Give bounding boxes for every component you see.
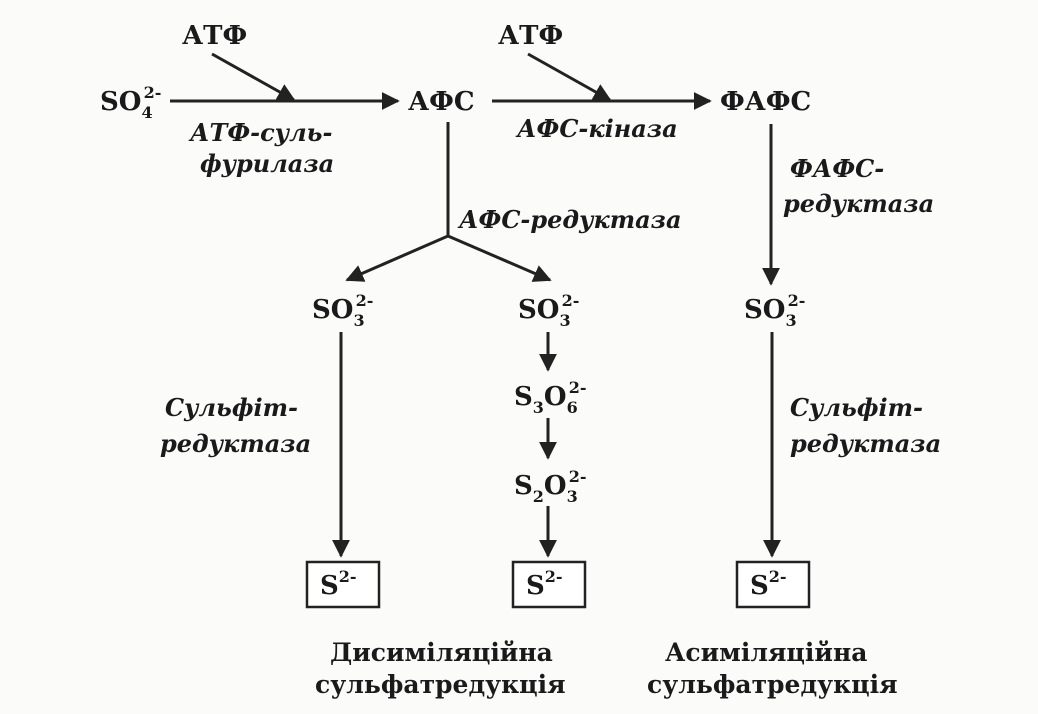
sulfide-box-left — [305, 560, 381, 609]
node-sulfide-mid: S2- — [526, 567, 563, 601]
enzyme-atp-sulfurylase-line2: фурилаза — [200, 149, 334, 178]
node-sulfide-right: S2- — [750, 567, 787, 601]
arrow-atp2-in — [527, 52, 612, 102]
sulfide-box-right — [735, 560, 811, 609]
enzyme-sulfite-reductase-right-line1: Сульфіт- — [790, 393, 923, 422]
arrow-aps-to-sulfite-mid — [447, 234, 552, 282]
enzyme-aps-reductase: АФС-редуктаза — [457, 205, 682, 234]
node-sulfite-left: SO32- — [312, 291, 373, 330]
caption-dissimilatory-line2: сульфатредукція — [315, 670, 566, 699]
arrow-atp1-in — [211, 52, 296, 102]
node-thiosulfate: S2O32- — [514, 467, 587, 506]
enzyme-sulfite-reductase-right-line2: редуктаза — [790, 429, 941, 458]
node-paps: ФАФС — [720, 87, 811, 117]
enzyme-aps-kinase: АФС-кіназа — [515, 114, 678, 143]
caption-assimilatory-line2: сульфатредукція — [647, 670, 898, 699]
node-sulfite-mid: SO32- — [518, 291, 579, 330]
caption-assimilatory-line1: Асиміляційна — [665, 638, 867, 667]
node-sulfite-right: SO32- — [744, 291, 805, 330]
node-atp-2: АТФ — [498, 21, 563, 51]
arrow-aps-to-sulfite-left — [345, 234, 449, 282]
caption-dissimilatory-line1: Дисиміляційна — [330, 638, 553, 667]
enzyme-atp-sulfurylase-line1: АТФ-суль- — [188, 118, 332, 147]
sulfide-box-mid — [511, 560, 587, 609]
node-sulfate: SO42- — [100, 83, 161, 122]
node-atp-1: АТФ — [182, 21, 247, 51]
enzyme-sulfite-reductase-left-line2: редуктаза — [160, 429, 311, 458]
node-aps: АФС — [408, 87, 475, 117]
enzyme-sulfite-reductase-left-line1: Сульфіт- — [165, 393, 298, 422]
enzyme-paps-reductase-line1: ФАФС- — [790, 154, 884, 183]
node-sulfide-left: S2- — [320, 567, 357, 601]
enzyme-paps-reductase-line2: редуктаза — [783, 189, 934, 218]
node-trithionate: S3O62- — [514, 378, 587, 417]
